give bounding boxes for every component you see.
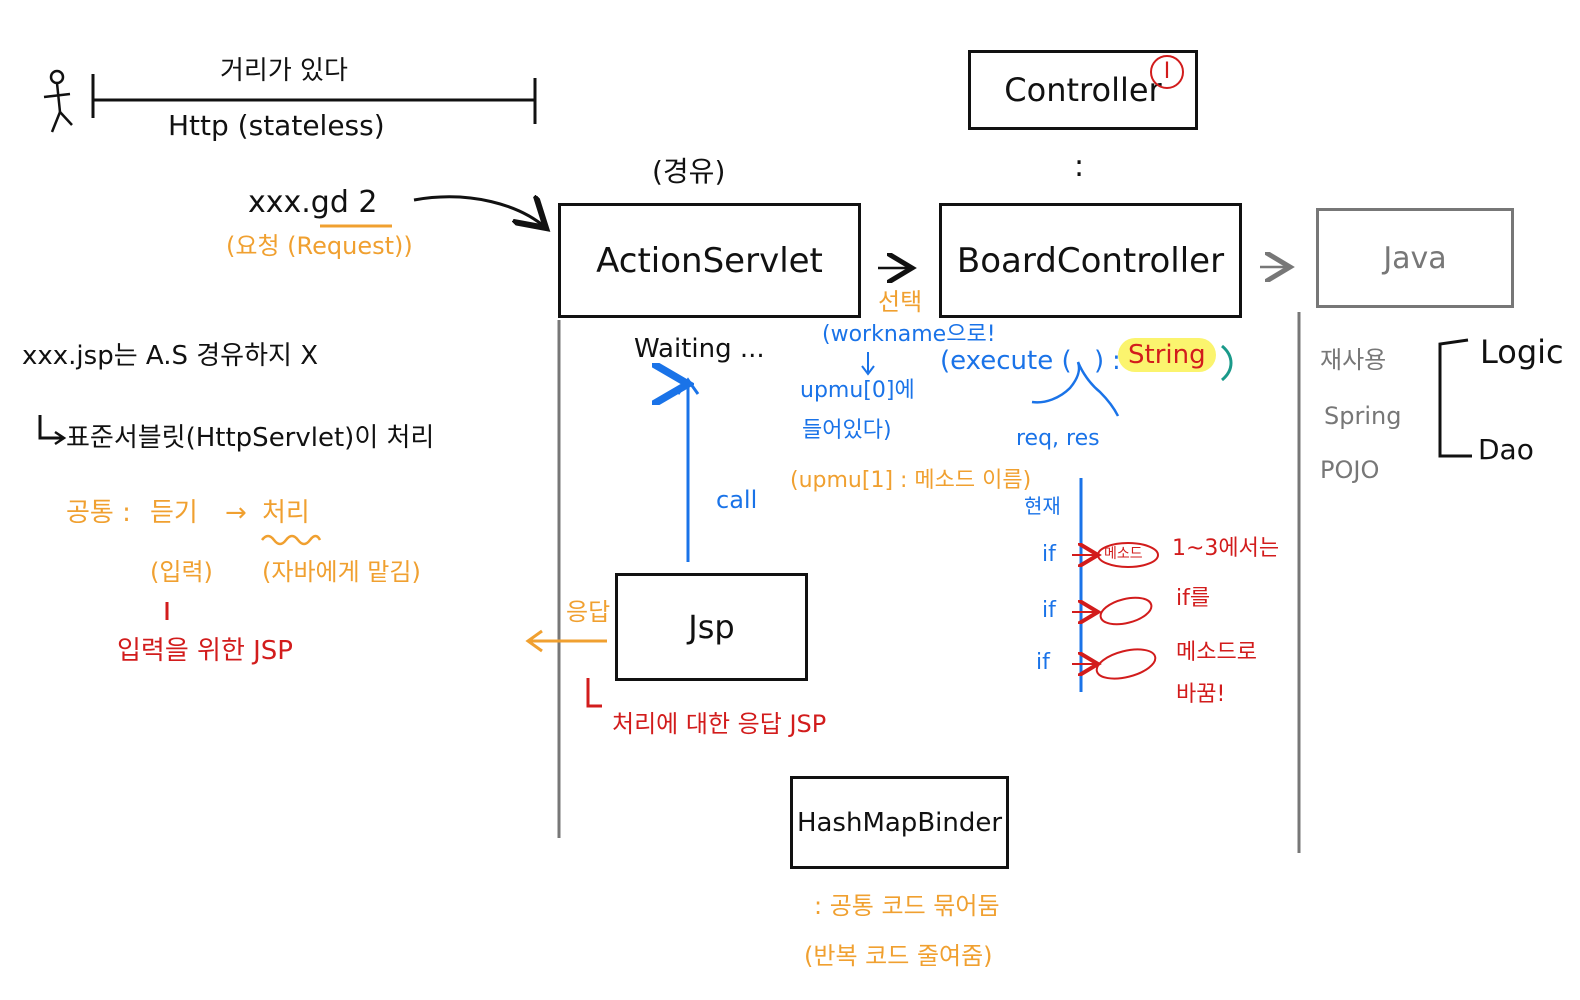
waiting-label: Waiting ...: [634, 334, 765, 364]
refactor-line1: 1~3에서는: [1172, 536, 1280, 561]
request-arrow: [413, 197, 546, 228]
select-label: 선택: [878, 288, 923, 316]
current-label: 현재: [1024, 494, 1061, 518]
jsp-label: Jsp: [688, 608, 735, 646]
upmu0-label: upmu[0]에: [800, 378, 915, 403]
board-controller-box: BoardController: [939, 203, 1242, 318]
request-url: xxx.gd 2: [248, 185, 378, 220]
servlet-note: 표준서블릿(HttpServlet)이 처리: [66, 423, 435, 453]
action-servlet-label: ActionServlet: [596, 240, 823, 281]
execute-brace: [1031, 361, 1120, 417]
input-jsp-label: 입력을 위한 JSP: [117, 636, 293, 666]
method-oval-1: [1097, 542, 1159, 568]
hashmap-binder-box: HashMapBinder: [790, 776, 1009, 869]
execute-return-sep: :: [1112, 346, 1121, 376]
execute-params: req, res: [1016, 426, 1100, 451]
logic-label: Logic: [1480, 333, 1564, 371]
hashmap-binder-label: HashMapBinder: [796, 807, 1003, 838]
distance-bar: [91, 74, 537, 124]
controller-label: Controller: [1004, 71, 1162, 109]
if-label-3: if: [1036, 650, 1050, 675]
common-arrow: →: [225, 498, 247, 528]
binder-note-2: (반복 코드 줄여줌): [804, 942, 993, 970]
common-label: 공통 :: [66, 498, 131, 528]
method-oval-3: [1095, 648, 1157, 680]
common-input: (입력): [150, 558, 213, 586]
common-listen: 듣기: [150, 498, 198, 528]
java-label: Java: [1383, 240, 1447, 276]
reuse-label: 재사용: [1320, 346, 1387, 374]
board-controller-label: BoardController: [956, 240, 1225, 281]
dao-label: Dao: [1478, 433, 1534, 466]
method-tag: 메소드: [1104, 546, 1143, 562]
interface-badge: I: [1150, 55, 1184, 89]
binder-note-1: : 공통 코드 묶어둠: [814, 892, 1000, 920]
execute-return-type: String: [1118, 338, 1216, 372]
common-java: (자바에게 맡김): [262, 558, 421, 586]
refactor-line3: 메소드로: [1176, 640, 1257, 665]
pojo-label: POJO: [1320, 456, 1380, 484]
java-box: Java: [1316, 208, 1514, 308]
stick-figure-icon: [43, 69, 73, 133]
request-label: (요청 (Request)): [226, 232, 413, 260]
action-servlet-box: ActionServlet: [558, 203, 861, 318]
workname-label: (workname으로!: [822, 322, 996, 347]
jsp-note: xxx.jsp는 A.S 경유하지 X: [22, 341, 319, 371]
if-label-2: if: [1042, 598, 1056, 623]
inside-label: 들어있다): [802, 418, 892, 443]
jsp-box: Jsp: [615, 573, 808, 681]
refactor-line2: if를: [1176, 586, 1211, 611]
call-label: call: [716, 486, 758, 514]
refactor-line4: 바꿈!: [1176, 682, 1226, 707]
method-name-label: (upmu[1] : 메소드 이름): [790, 468, 1032, 493]
response-label: 응답: [566, 598, 611, 626]
response-jsp-label: 처리에 대한 응답 JSP: [612, 710, 827, 738]
http-label: Http (stateless): [168, 109, 385, 142]
common-process: 처리: [262, 498, 310, 528]
method-oval-2: [1099, 596, 1153, 626]
spring-label: Spring: [1324, 402, 1402, 430]
controller-box: Controller: [968, 50, 1198, 130]
execute-sig: (execute (: [940, 346, 1072, 376]
colon-mark: :: [1074, 149, 1085, 184]
if-label-1: if: [1042, 542, 1056, 567]
logic-dao-bracket: [1438, 338, 1472, 458]
distance-label: 거리가 있다: [220, 56, 348, 86]
via-label: (경유): [652, 155, 726, 188]
execute-close: ): [1094, 346, 1105, 376]
